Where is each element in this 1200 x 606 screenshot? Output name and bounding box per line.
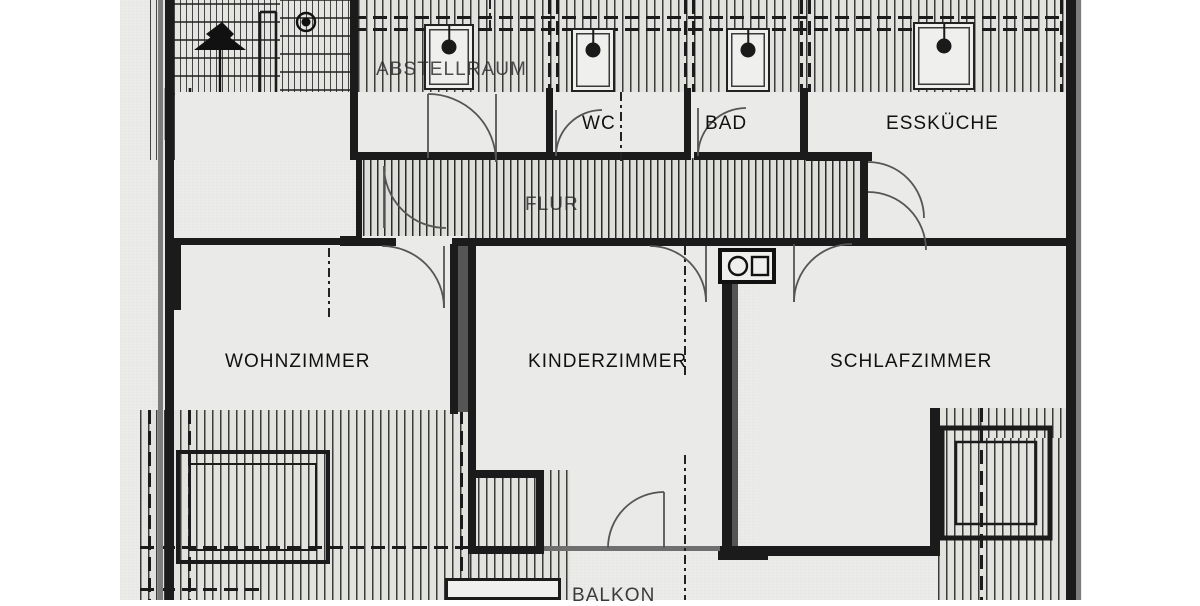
room-label-kinderzimmer: KINDERZIMMER (528, 351, 688, 372)
wall-wc-left (546, 88, 553, 160)
window-stem (448, 26, 450, 48)
room-label-wc: WC (582, 113, 616, 134)
wall-flur-left (356, 158, 362, 246)
room-label-flur: FLUR (525, 194, 579, 215)
wall-balkon-right (536, 470, 544, 554)
top-sep-4b (808, 0, 811, 92)
lower-right-hatch (938, 408, 1080, 600)
wall-flur-bottom (452, 238, 864, 246)
room-label-wohnzimmer: WOHNZIMMER (225, 351, 371, 372)
lowleft-dash-3 (460, 410, 463, 600)
outer-wall-left (165, 0, 174, 600)
top-dashed-axis-2 (352, 28, 1080, 31)
wall-kinderzimmer-bottom-l (474, 546, 544, 554)
room-bad-fill (694, 92, 806, 158)
window-stem (943, 24, 945, 46)
wall-kinderzimmer-left (468, 244, 476, 554)
window-dot (740, 42, 756, 58)
wall-kinder-bottom-node (718, 546, 768, 560)
wall-esskueche-left (860, 152, 868, 244)
wall-wohnzimmer-right-line (450, 244, 458, 414)
lowright-dash-1 (980, 408, 983, 600)
lower-left-hatch (140, 410, 470, 600)
wall-flur-bottom-left (356, 238, 396, 246)
lowleft-dash-h2 (140, 588, 260, 591)
balcony-plinth (445, 578, 561, 600)
top-dashed-axis (352, 16, 1080, 19)
wall-abstellraum-left (350, 0, 358, 160)
window-dot (936, 38, 952, 54)
outer-wall-left-shadow (158, 0, 163, 600)
chimney-flue-icon (718, 248, 776, 284)
top-sep-4 (800, 0, 803, 92)
wall-schlafzimmer-top (756, 238, 868, 246)
top-sep-2 (548, 0, 551, 92)
wall-abstellraum-bottom (356, 152, 508, 160)
lowleft-dash-1 (148, 410, 151, 600)
wall-wc-right (684, 88, 691, 160)
door-arc-esskueche (867, 191, 927, 251)
window-esskueche-icon (913, 22, 975, 90)
room-wohnzimmer-fill (175, 236, 465, 410)
wall-schlafzimmer-right-lower (930, 408, 940, 556)
schlafzimmer-lower-fill (756, 414, 938, 554)
lower-left-structure (176, 450, 330, 564)
room-flur-fill (356, 158, 864, 244)
wall-kinder-schlaf-divider-2 (732, 282, 738, 554)
lower-right-window-block (939, 425, 1053, 541)
wall-balkon-threshold (540, 546, 720, 551)
outer-wall-right (1066, 0, 1076, 600)
room-label-abstellraum: ABSTELLRAUM (376, 59, 527, 80)
room-label-esskueche: ESSKÜCHE (886, 113, 999, 134)
window-wc-icon (571, 28, 615, 92)
wall-schlafzimmer-top-r (860, 238, 1074, 246)
wall-wohnzimmer-top (174, 238, 356, 245)
axis-kinderzimmer-lower (684, 455, 686, 600)
lowleft-dash-h (140, 546, 470, 549)
wall-schlafzimmer-bottom (756, 546, 938, 556)
wall-bad-bottom (694, 152, 814, 160)
wall-abstellraum-bottom-b (496, 152, 562, 160)
wall-kinderzimmer-top-l (474, 238, 510, 246)
axis-top (489, 0, 491, 30)
wall-esskueche-left-top (806, 152, 872, 161)
door-arcs-upper (383, 93, 925, 229)
door-arcs-lower (381, 243, 853, 309)
axis-kinderzimmer (684, 246, 686, 376)
door-arc-balkon (607, 491, 665, 549)
wall-bad-right (800, 88, 808, 160)
wall-balkon-top (470, 470, 544, 478)
window-bad-icon (726, 28, 770, 92)
top-sep-3b (692, 0, 695, 92)
axis-wc-bad (620, 92, 622, 162)
room-abstellraum-fill (356, 92, 546, 158)
top-sep-2b (556, 0, 559, 92)
window-abstellraum-icon (424, 24, 474, 90)
window-dot (585, 42, 601, 58)
window-dot (441, 39, 457, 55)
room-label-bad: BAD (705, 113, 748, 134)
room-label-balkon: BALKON (572, 585, 656, 606)
right-white-margin (1082, 0, 1200, 600)
room-label-schlafzimmer: SCHLAFZIMMER (830, 351, 993, 372)
wall-kinderzimmer-top-r (700, 238, 764, 246)
top-sep-3 (684, 0, 687, 92)
wall-kinder-schlaf-divider (722, 282, 732, 554)
wall-wohnzimmer-right (456, 246, 470, 412)
lower-right-hatch-top (980, 408, 1080, 438)
window-stem (747, 30, 749, 51)
wall-wohnzimmer-notch (340, 236, 356, 246)
room-schlafzimmer-fill (756, 244, 1074, 414)
top-sep-5 (1060, 0, 1063, 92)
outer-wall-right-shadow (1076, 0, 1081, 600)
wall-wohnzimmer-left-stub (174, 238, 181, 310)
window-stem (592, 30, 594, 51)
axis-wohnzimmer (328, 248, 330, 318)
